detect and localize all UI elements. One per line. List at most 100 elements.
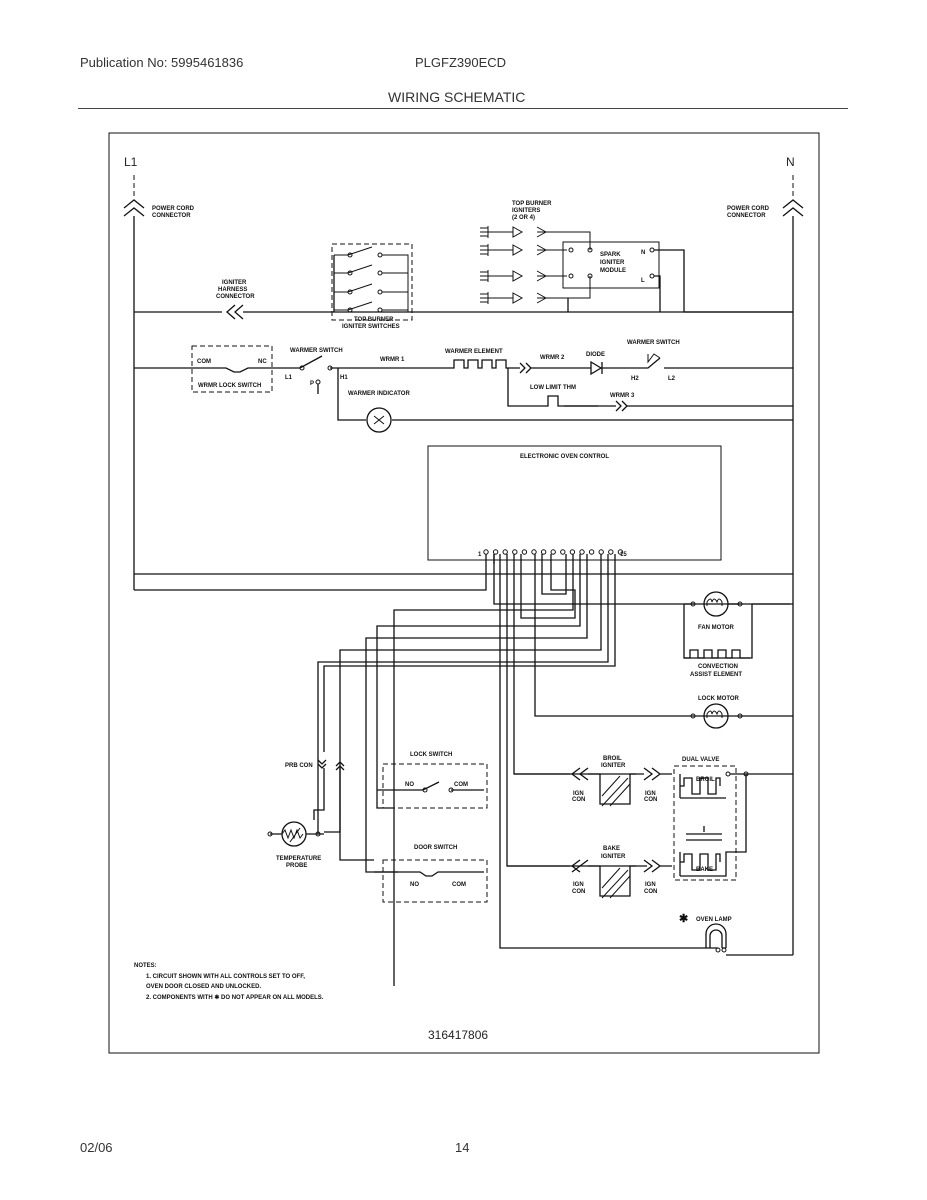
eoc-pin xyxy=(512,549,518,555)
broil-igniter-wire xyxy=(513,554,644,775)
eoc-pin xyxy=(540,549,547,555)
spark-terminal-icon xyxy=(649,247,655,253)
footer-page: 14 xyxy=(455,1140,470,1155)
warmer-switch-p-label: P xyxy=(310,381,314,387)
eoc-pin xyxy=(579,549,585,555)
top-burner-igniter-switches xyxy=(333,246,560,313)
probe-connector-icon xyxy=(317,759,345,771)
spark-terminal-icon xyxy=(568,273,574,279)
eoc-pin xyxy=(598,549,604,555)
page-title: WIRING SCHEMATIC xyxy=(388,89,526,105)
door-switch-com-label: COM xyxy=(452,882,466,888)
fan-motor-wire xyxy=(493,554,790,605)
model-number: PLGFZ390ECD xyxy=(415,55,507,70)
low-limit-label: LOW LIMIT THM xyxy=(530,385,576,391)
spark-terminal-icon xyxy=(587,273,593,279)
eoc-pin xyxy=(483,549,489,555)
terminal-icon xyxy=(690,601,696,607)
eoc-label: ELECTRONIC OVEN CONTROL xyxy=(520,454,609,460)
terminal-icon xyxy=(422,787,428,793)
eoc-pin xyxy=(521,549,528,555)
lock-switch-label: LOCK SWITCH xyxy=(410,752,452,758)
wrmr3-label: WRMR 3 xyxy=(610,393,635,399)
bake-igniter-circuit xyxy=(507,859,672,897)
lock-switch-no-wire xyxy=(376,554,581,809)
oven-lamp-label: OVEN LAMP xyxy=(696,917,732,923)
eoc-loop-wire xyxy=(541,554,567,595)
power-cord-right-label: POWER CORD CONNECTOR xyxy=(727,206,771,219)
diode-icon xyxy=(590,360,603,376)
low-limit-wire xyxy=(507,368,598,407)
ign-con-broil-left-label: IGN CON xyxy=(572,791,585,803)
wrmr2-connector-icon xyxy=(512,362,591,374)
power-cord-left-label: POWER CORD CONNECTOR xyxy=(152,206,196,219)
note-2: 2. COMPONENTS WITH ✱ DO NOT APPEAR ON AL… xyxy=(146,994,324,1001)
power-cord-connector-left-icon xyxy=(123,199,145,217)
terminal-icon xyxy=(448,787,454,793)
wrmr-lock-switch-box xyxy=(191,345,273,393)
part-number: 316417806 xyxy=(428,1028,488,1042)
prb-con-label: PRB CON xyxy=(285,763,313,769)
bake-valve-coil-icon xyxy=(679,774,747,877)
ign-con-bake-left-label: IGN CON xyxy=(572,882,585,895)
wrmr-lock-com-label: COM xyxy=(197,359,211,365)
convection-element-icon xyxy=(684,649,750,659)
warmer-switch-2-bimetal-icon xyxy=(647,353,661,364)
schematic-frame xyxy=(108,132,820,1054)
terminal-icon xyxy=(721,947,727,953)
broil-valve-label: BROIL xyxy=(696,777,715,783)
terminal-icon xyxy=(715,947,721,953)
terminal-icon xyxy=(299,365,305,371)
warmer-indicator-wire xyxy=(337,368,793,421)
spark-terminal-icon xyxy=(649,273,655,279)
top-burner-igniters-label: TOP BURNER IGNITERS (2 OR 4) xyxy=(512,201,553,221)
eoc-pin xyxy=(560,549,566,555)
footer-date: 02/06 xyxy=(80,1140,113,1155)
spark-terminal-icon xyxy=(587,247,593,253)
dual-valve-label: DUAL VALVE xyxy=(682,757,719,763)
diode-label: DIODE xyxy=(586,352,605,358)
ign-con-broil-right-label: IGN CON xyxy=(644,791,657,803)
oven-lamp-icon xyxy=(705,923,727,948)
notes-title: NOTES: xyxy=(134,963,157,969)
door-switch-com-wire xyxy=(339,554,602,861)
eoc-pin-last-label: 15 xyxy=(620,552,627,558)
terminal-icon xyxy=(267,831,273,837)
spark-l-label: L xyxy=(641,278,645,284)
publication-number: Publication No: 5995461836 xyxy=(80,55,244,70)
door-switch-wire xyxy=(365,554,588,873)
terminal-icon xyxy=(315,831,321,837)
probe-wire-1 xyxy=(317,554,609,834)
warmer-switch-2-h2-label: H2 xyxy=(631,376,639,382)
note-1-cont: OVEN DOOR CLOSED AND UNLOCKED. xyxy=(146,984,261,990)
bake-igniter-wire xyxy=(506,554,647,867)
spark-l-wire xyxy=(654,275,661,312)
lock-switch-com-wire xyxy=(393,554,574,986)
n-label: N xyxy=(786,155,795,169)
warmer-switch-2-label: WARMER SWITCH xyxy=(627,340,680,346)
bake-igniter-icon xyxy=(601,867,631,899)
oven-lamp-asterisk: ✱ xyxy=(679,913,688,925)
warmer-indicator-label: WARMER INDICATOR xyxy=(348,391,410,397)
warmer-switch-contact xyxy=(290,355,340,369)
eoc-connector-pins xyxy=(483,549,624,555)
spark-igniter-module xyxy=(562,241,660,289)
door-switch-label: DOOR SWITCH xyxy=(414,845,457,851)
igniter-harness-connector-icon xyxy=(134,304,334,320)
eoc-pin xyxy=(502,549,508,555)
wrmr1-label: WRMR 1 xyxy=(380,357,405,363)
warmer-element-icon xyxy=(450,359,512,369)
wrmr3-connector-icon xyxy=(564,400,793,412)
temperature-probe-label: TEMPERATURE PROBE xyxy=(276,856,323,869)
broil-valve-coil-icon xyxy=(679,773,793,799)
lock-motor-label: LOCK MOTOR xyxy=(698,696,740,702)
warmer-element-label: WARMER ELEMENT xyxy=(445,349,503,355)
warmer-indicator-lamp xyxy=(366,407,392,433)
convection-element-label: CONVECTION ASSIST ELEMENT xyxy=(690,664,742,678)
warmer-switch-label: WARMER SWITCH xyxy=(290,348,343,354)
broil-igniter-label: BROIL IGNITER xyxy=(601,756,626,769)
spark-n-label: N xyxy=(641,250,645,256)
top-burner-igniter-electrodes xyxy=(480,226,591,304)
door-switch-contact xyxy=(374,871,484,877)
